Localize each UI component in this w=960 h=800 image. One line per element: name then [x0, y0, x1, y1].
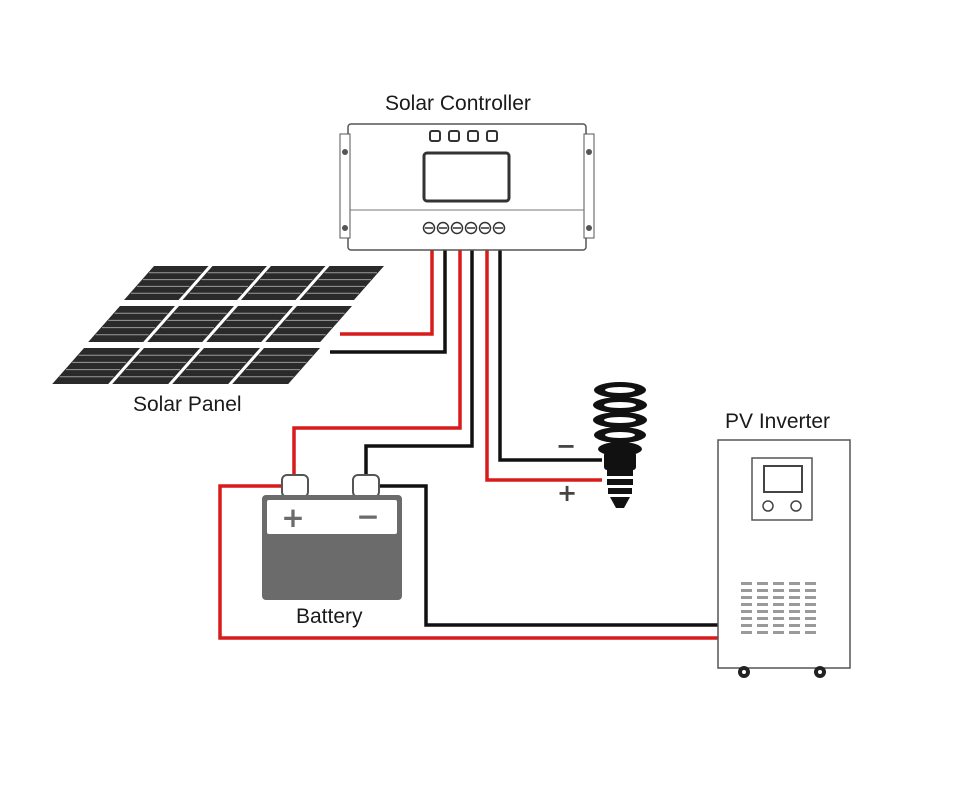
- solar-panel-module: [265, 306, 352, 342]
- battery-positive-wire: [292, 248, 462, 476]
- solar-panel-module: [88, 306, 175, 342]
- panel-positive-wire: [340, 248, 434, 336]
- solar-controller: [339, 123, 595, 251]
- solar-panel-module: [124, 266, 209, 300]
- solar-panel-module: [182, 266, 267, 300]
- battery-negative-terminal: [352, 474, 380, 498]
- battery-label: Battery: [296, 605, 363, 628]
- solar-panel-module: [232, 348, 320, 384]
- battery-plus-sign: +: [281, 501, 304, 534]
- battery-minus-sign: −: [356, 500, 379, 533]
- solar-panel-module: [172, 348, 260, 384]
- inverter-positive-wire: [218, 484, 718, 640]
- inverter-lcd-screen: [763, 465, 803, 493]
- solar-panel-module: [112, 348, 200, 384]
- load-negative-wire: [498, 248, 602, 462]
- solar-panel-module: [147, 306, 234, 342]
- battery-negative-wire: [364, 248, 474, 476]
- battery-positive-terminal: [281, 474, 309, 498]
- solar-panel-module: [241, 266, 326, 300]
- panel-negative-wire: [330, 248, 447, 354]
- load-positive-wire: [485, 248, 602, 482]
- controller-lcd-screen: [422, 151, 511, 203]
- solar-panel-label: Solar Panel: [133, 393, 242, 416]
- inverter-vent-grille: [741, 582, 816, 634]
- inverter-negative-wire: [380, 484, 718, 627]
- load-minus-sign: −: [556, 432, 576, 460]
- inverter-knob-right: [790, 500, 802, 512]
- battery: + −: [262, 474, 402, 600]
- pv-inverter-label: PV Inverter: [725, 410, 831, 433]
- cfl-bulb-icon: [593, 382, 647, 508]
- inverter-knob-left: [762, 500, 774, 512]
- solar-panel-module: [299, 266, 384, 300]
- solar-controller-label: Solar Controller: [385, 92, 531, 115]
- solar-panel-module: [206, 306, 293, 342]
- solar-panel-module: [52, 348, 141, 384]
- pv-inverter: [717, 439, 851, 678]
- load-plus-sign: +: [557, 479, 577, 507]
- wiring: [218, 248, 718, 640]
- solar-panel-array: [52, 266, 384, 384]
- controller-buttons: [429, 130, 498, 142]
- controller-terminals: [422, 221, 506, 235]
